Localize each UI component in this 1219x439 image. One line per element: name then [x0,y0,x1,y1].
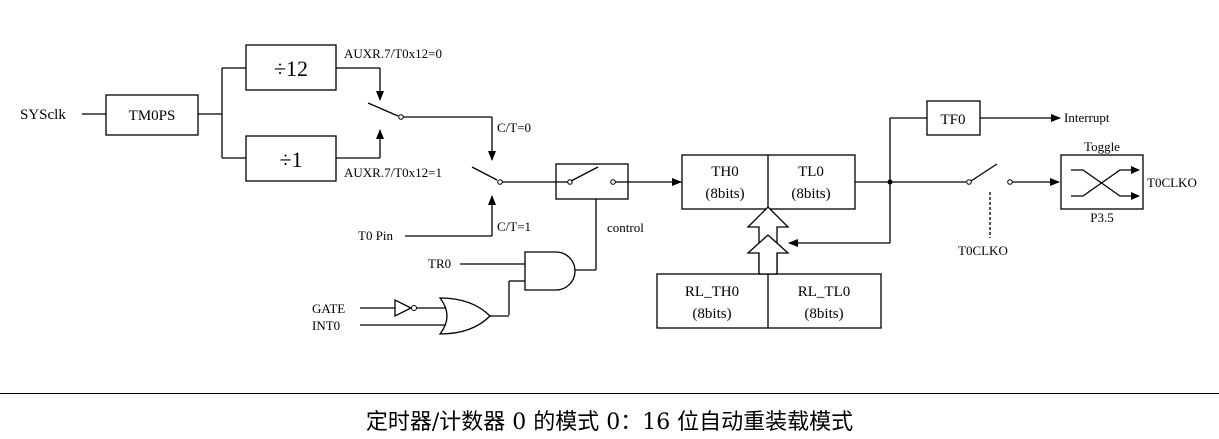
interrupt-label: Interrupt [1064,110,1110,125]
tm0ps-box [105,94,199,136]
t0clko-control-label: T0CLKO [958,243,1008,258]
rl-th0-label: RL_TH0 [685,284,739,300]
clock-select-switch [367,102,399,117]
ct-switch [471,166,498,181]
tl0-bits: (8bits) [791,186,830,202]
tl0-label: TL0 [798,164,824,180]
or-gate [438,297,491,335]
div1-label: ÷1 [279,147,302,172]
div1-box [245,135,337,182]
th0-label: TH0 [711,164,739,180]
ct0-label: C/T=0 [497,120,531,135]
reload-register-box [656,273,882,329]
t0-pin-label: T0 Pin [358,228,394,243]
tm0ps-label: TM0PS [129,108,176,124]
diagram-caption: 定时器/计数器 0 的模式 0：16 位自动重装载模式 [365,410,854,435]
p35-label: P3.5 [1090,210,1113,225]
control-label: control [607,220,644,235]
rl-tl0-label: RL_TL0 [798,284,851,300]
tf0-label: TF0 [940,112,965,128]
sysclk-label: SYSclk [20,107,66,123]
t0clko-switch [970,163,998,182]
caption-divider [0,393,1219,394]
auxr-x12-1-label: AUXR.7/T0x12=1 [344,165,442,180]
not-gate [394,298,413,318]
toggle-label: Toggle [1084,139,1120,154]
rl-th0-bits: (8bits) [692,306,731,322]
timer0-mode0-diagram: SYSclk TM0PS ÷12 ÷1 AUXR.7/T0x12=0 AUXR.… [20,44,1197,335]
gate-label: GATE [312,301,345,316]
t0clko-output-label: T0CLKO [1147,175,1197,190]
tr0-label: TR0 [428,256,451,271]
and-gate [524,251,576,291]
reload-arrow-lower [746,234,790,275]
th0-bits: (8bits) [705,186,744,202]
ct1-label: C/T=1 [497,219,531,234]
int0-label: INT0 [312,318,340,333]
rl-tl0-bits: (8bits) [804,306,843,322]
div12-label: ÷12 [274,56,308,81]
div12-box [245,44,337,91]
auxr-x12-0-label: AUXR.7/T0x12=0 [344,46,442,61]
